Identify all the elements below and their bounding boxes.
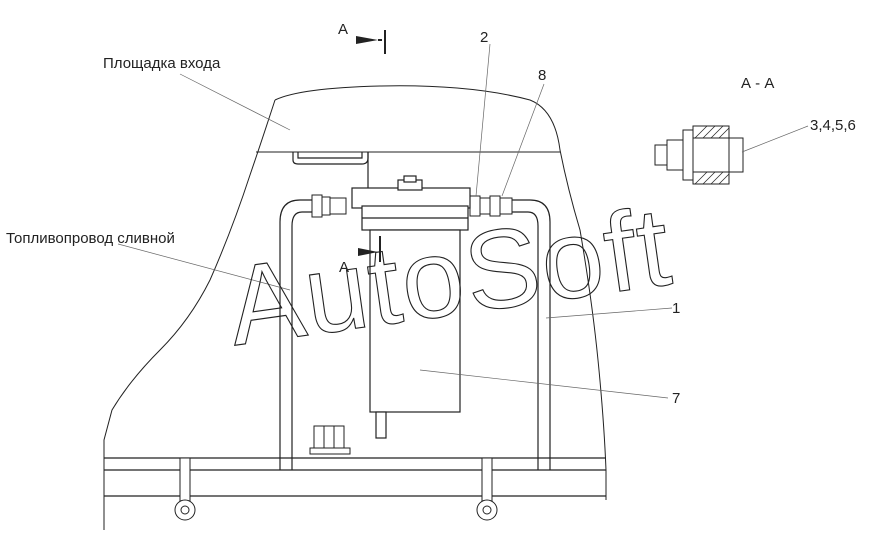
callout-7: 7	[672, 390, 680, 407]
frame-rails	[104, 457, 606, 497]
fuel-pipe-right	[512, 199, 551, 470]
fuel-pipe-left	[279, 199, 312, 470]
section-aa-detail	[654, 125, 744, 185]
callout-3-4-5-6: 3,4,5,6	[810, 117, 856, 134]
callout-8: 8	[538, 67, 546, 84]
pipe-fitting-left	[311, 194, 347, 218]
frame-clamp-right	[476, 457, 498, 521]
callout-1: 1	[672, 300, 680, 317]
section-marker-top	[356, 30, 386, 54]
section-view-title: А - А	[741, 75, 774, 92]
bottom-nut	[309, 425, 351, 455]
fuel-filter-body	[369, 229, 461, 439]
callout-2: 2	[480, 29, 488, 46]
section-letter-mid: А	[339, 259, 349, 276]
platform-label: Площадка входа	[103, 55, 221, 72]
frame-clamp-left	[174, 457, 196, 521]
section-letter-top: А	[338, 21, 348, 38]
drain-line-label: Топливопровод сливной	[6, 230, 175, 247]
filter-head	[351, 175, 471, 231]
leader-lines	[117, 43, 809, 399]
platform-bracket	[292, 152, 369, 190]
section-marker-mid	[358, 236, 381, 262]
pipe-fitting-right	[469, 195, 513, 217]
body-outline	[103, 85, 607, 530]
